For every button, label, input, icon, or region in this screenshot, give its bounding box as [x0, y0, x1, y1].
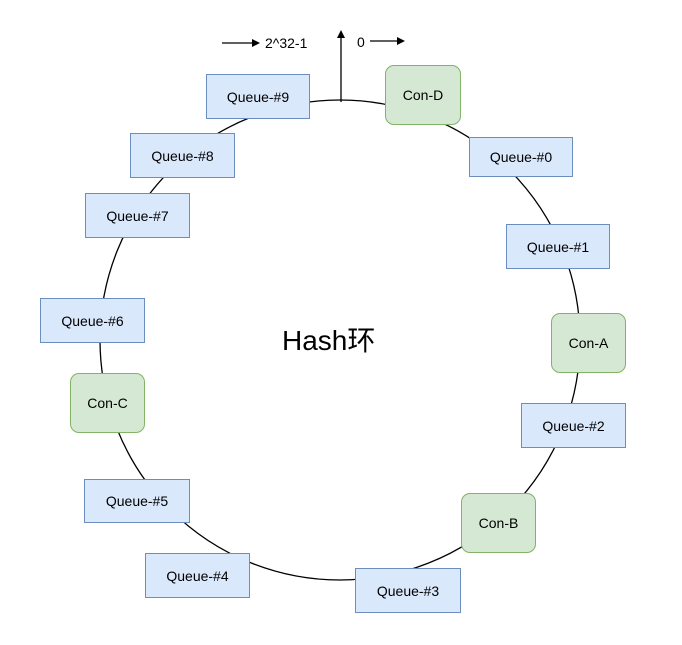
queue-node-3: Queue-#3: [355, 568, 461, 613]
queue-node-7: Queue-#7: [85, 193, 190, 238]
consumer-node-label: Con-A: [568, 335, 609, 351]
queue-node-label: Queue-#6: [61, 312, 124, 329]
queue-node-4: Queue-#4: [145, 553, 250, 598]
consumer-node-label: Con-D: [402, 87, 444, 103]
ring-title: Hash环: [282, 325, 376, 356]
queue-node-8: Queue-#8: [130, 133, 235, 178]
queue-node-label: Queue-#8: [151, 147, 214, 164]
queue-node-label: Queue-#5: [105, 493, 169, 509]
queue-node-2: Queue-#2: [521, 403, 626, 448]
queue-node-label: Queue-#4: [166, 567, 229, 584]
queue-node-label: Queue-#9: [226, 88, 290, 105]
queue-node-label: Queue-#7: [106, 207, 169, 224]
consumer-node-c: Con-C: [70, 373, 145, 433]
queue-node-9: Queue-#9: [206, 74, 310, 119]
queue-node-label: Queue-#2: [542, 417, 605, 434]
consumer-node-label: Con-B: [478, 515, 519, 531]
queue-node-1: Queue-#1: [506, 224, 610, 269]
max-value-label: 2^32-1: [265, 35, 308, 51]
consumer-node-a: Con-A: [551, 313, 626, 373]
queue-node-label: Queue-#1: [526, 238, 590, 255]
zero-value-label: 0: [357, 34, 365, 50]
queue-node-5: Queue-#5: [84, 479, 190, 523]
queue-node-0: Queue-#0: [469, 137, 573, 177]
consumer-node-b: Con-B: [461, 493, 536, 553]
queue-node-6: Queue-#6: [40, 298, 145, 343]
consumer-node-d: Con-D: [385, 65, 461, 125]
queue-node-label: Queue-#3: [376, 582, 440, 599]
queue-node-label: Queue-#0: [489, 149, 553, 165]
consumer-node-label: Con-C: [87, 395, 128, 411]
